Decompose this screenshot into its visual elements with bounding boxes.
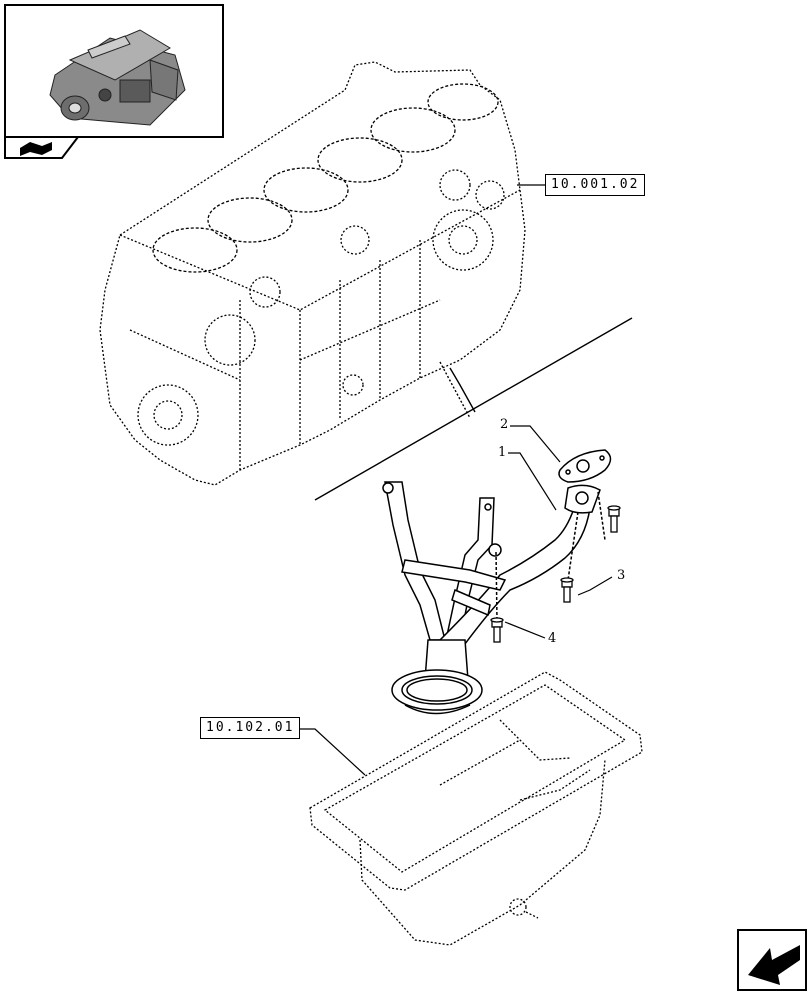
section-cut-line (314, 317, 633, 501)
oil-pan-drawing (309, 671, 643, 946)
engine-thumbnail-icon[interactable] (4, 4, 224, 138)
oil-pickup-pipe-part-1 (382, 481, 606, 715)
callout-part-4: 4 (548, 631, 557, 646)
screw-part-4 (490, 617, 504, 643)
callout-part-2: 2 (500, 417, 509, 432)
oil-pan-reference-label[interactable]: 10.102.01 (200, 717, 301, 739)
callout-part-1: 1 (498, 445, 507, 460)
manual-book-icon[interactable] (4, 136, 81, 159)
callout-part-3: 3 (617, 568, 626, 583)
screw-part-3-lower (560, 577, 574, 603)
next-page-arrow-icon[interactable] (737, 929, 807, 991)
screw-part-3-upper (607, 505, 621, 533)
leader-lines (290, 184, 613, 776)
gasket-part-2 (558, 449, 612, 483)
engine-block-reference-label[interactable]: 10.001.02 (545, 174, 646, 196)
engine-block-drawing (99, 61, 526, 486)
